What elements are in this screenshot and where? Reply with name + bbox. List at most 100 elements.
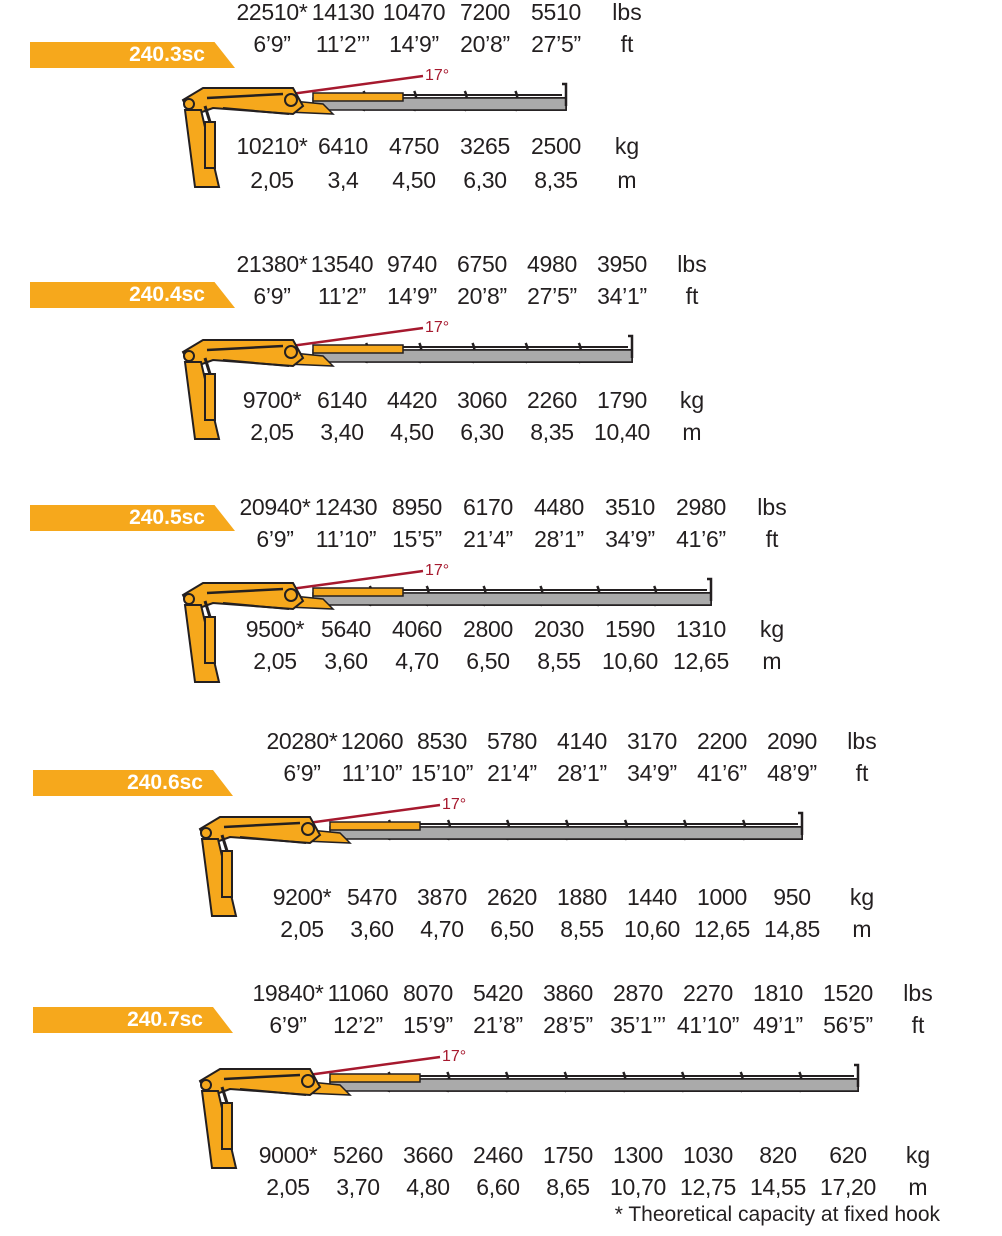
crane-diagram: 17° xyxy=(198,1048,860,1169)
lift-cylinder xyxy=(221,850,233,898)
value-m-0: 2,05 xyxy=(250,419,294,445)
value-m-4: 8,35 xyxy=(530,419,574,445)
value-lbs-1: 12430 xyxy=(314,494,378,520)
model-label: 240.7sc xyxy=(33,1007,233,1033)
value-lbs-3: 7200 xyxy=(460,0,510,25)
value-ft-5: 35’1’’’ xyxy=(610,1012,666,1038)
value-lbs-2: 9740 xyxy=(387,251,437,277)
value-m-7: 14,85 xyxy=(763,916,821,942)
value-kg-0: 9200* xyxy=(272,884,332,910)
angle-line xyxy=(307,803,441,825)
value-kg-4: 1880 xyxy=(557,884,607,910)
value-kg-5: 1790 xyxy=(597,387,647,413)
value-kg-8: 620 xyxy=(829,1142,867,1168)
value-kg-7: 820 xyxy=(759,1142,797,1168)
value-m-2: 4,50 xyxy=(392,167,436,193)
value-lbs-6: 2200 xyxy=(697,728,747,754)
value-kg-1: 6140 xyxy=(317,387,367,413)
value-m-5: 10,60 xyxy=(623,916,681,942)
unit-kg: kg xyxy=(679,387,705,413)
value-lbs-0: 20280* xyxy=(266,728,338,754)
lift-cylinder xyxy=(204,373,216,421)
value-lbs-0: 22510* xyxy=(236,0,308,25)
value-lbs-1: 11060 xyxy=(327,980,389,1006)
value-lbs-3: 5420 xyxy=(473,980,523,1006)
crane-diagram: 17° xyxy=(181,319,634,440)
value-kg-1: 5260 xyxy=(333,1142,383,1168)
value-lbs-2: 8530 xyxy=(417,728,467,754)
value-lbs-4: 5510 xyxy=(531,0,581,25)
unit-m: m xyxy=(682,419,702,445)
value-lbs-3: 5780 xyxy=(487,728,537,754)
boom-base-section xyxy=(312,344,404,354)
value-m-8: 17,20 xyxy=(819,1174,877,1200)
value-lbs-1: 12060 xyxy=(340,728,404,754)
value-ft-1: 12’2” xyxy=(333,1012,383,1038)
value-ft-4: 28’5” xyxy=(543,1012,593,1038)
value-m-2: 4,70 xyxy=(420,916,464,942)
value-m-4: 8,55 xyxy=(537,648,581,674)
angle-line xyxy=(290,74,424,96)
value-lbs-8: 1520 xyxy=(823,980,873,1006)
value-ft-6: 41’6” xyxy=(676,526,726,552)
crane-diagram: 17° xyxy=(181,67,568,188)
value-kg-2: 3870 xyxy=(417,884,467,910)
model-name: 240.3sc xyxy=(129,43,205,66)
value-lbs-7: 2090 xyxy=(767,728,817,754)
value-lbs-6: 2980 xyxy=(676,494,726,520)
value-lbs-2: 8070 xyxy=(403,980,453,1006)
angle-line xyxy=(307,1055,441,1077)
value-ft-2: 14’9” xyxy=(387,283,437,309)
value-ft-2: 15’9” xyxy=(403,1012,453,1038)
value-kg-0: 9000* xyxy=(258,1142,318,1168)
unit-kg: kg xyxy=(759,616,785,642)
value-lbs-0: 20940* xyxy=(239,494,311,520)
model-label: 240.3sc xyxy=(30,42,235,68)
angle-label: 17° xyxy=(425,319,449,336)
boom-base-section xyxy=(312,92,404,102)
value-lbs-4: 4480 xyxy=(534,494,584,520)
value-ft-1: 11’2” xyxy=(318,283,366,309)
value-ft-3: 20’8” xyxy=(460,31,510,57)
value-ft-4: 27’5” xyxy=(531,31,581,57)
value-kg-3: 3060 xyxy=(457,387,507,413)
value-m-1: 3,60 xyxy=(350,916,394,942)
value-kg-6: 1000 xyxy=(697,884,747,910)
value-m-0: 2,05 xyxy=(266,1174,310,1200)
value-ft-0: 6’9” xyxy=(256,526,294,552)
model-label: 240.4sc xyxy=(30,282,235,308)
value-ft-0: 6’9” xyxy=(253,31,291,57)
unit-ft: ft xyxy=(765,526,779,552)
value-kg-2: 4060 xyxy=(392,616,442,642)
value-ft-0: 6’9” xyxy=(253,283,291,309)
value-ft-7: 48’9” xyxy=(767,760,817,786)
value-m-2: 4,70 xyxy=(395,648,439,674)
value-m-4: 8,35 xyxy=(534,167,578,193)
unit-ft: ft xyxy=(620,31,634,57)
value-lbs-6: 2270 xyxy=(683,980,733,1006)
unit-m: m xyxy=(908,1174,928,1200)
value-ft-3: 21’4” xyxy=(463,526,513,552)
value-m-1: 3,4 xyxy=(327,167,359,193)
value-m-1: 3,60 xyxy=(324,648,368,674)
value-lbs-1: 14130 xyxy=(311,0,375,25)
value-lbs-2: 8950 xyxy=(392,494,442,520)
value-ft-1: 11’2’’’ xyxy=(315,31,371,57)
value-ft-4: 28’1” xyxy=(557,760,607,786)
value-kg-1: 6410 xyxy=(318,133,368,159)
value-m-3: 6,30 xyxy=(460,419,504,445)
boom-base-section xyxy=(312,587,404,597)
unit-m: m xyxy=(617,167,637,193)
value-ft-8: 56’5” xyxy=(823,1012,873,1038)
boom-base-section xyxy=(329,821,421,831)
unit-lbs: lbs xyxy=(757,494,787,520)
value-lbs-4: 4980 xyxy=(527,251,577,277)
value-m-4: 8,65 xyxy=(546,1174,590,1200)
value-m-4: 8,55 xyxy=(560,916,604,942)
value-ft-1: 11’10” xyxy=(315,526,377,552)
value-kg-0: 9700* xyxy=(242,387,302,413)
value-lbs-7: 1810 xyxy=(753,980,803,1006)
value-lbs-3: 6170 xyxy=(463,494,513,520)
value-m-6: 12,75 xyxy=(679,1174,737,1200)
value-m-2: 4,80 xyxy=(406,1174,450,1200)
